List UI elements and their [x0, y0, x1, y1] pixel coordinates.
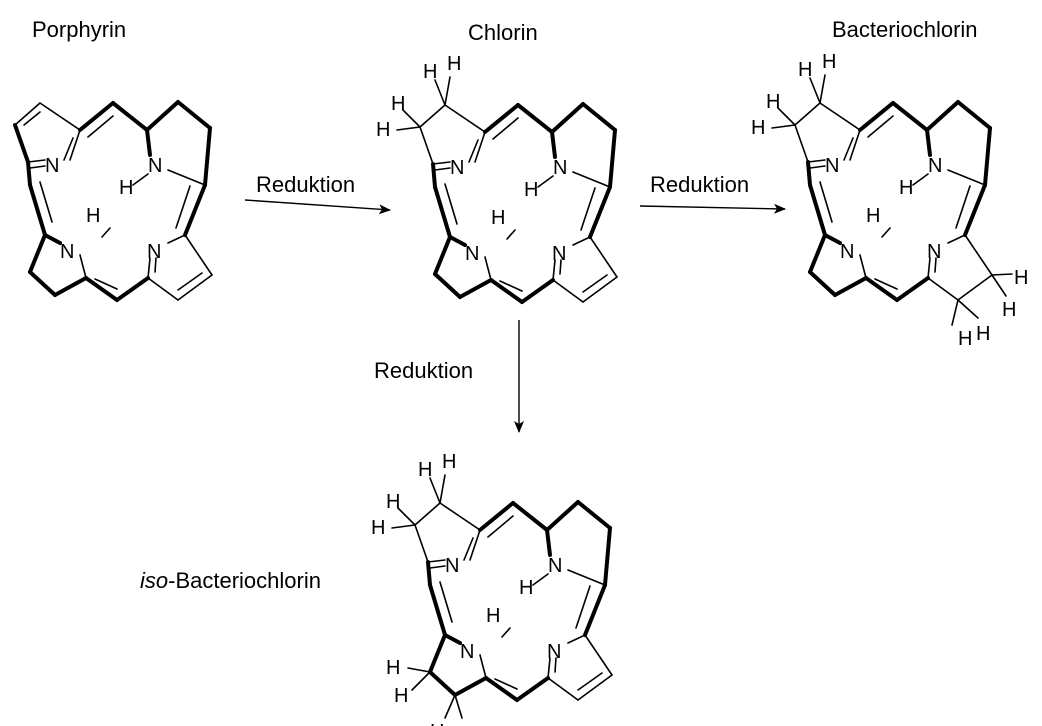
title-iso-prefix: iso — [140, 568, 168, 593]
arrow-chlorin-to-bacteriochlorin — [639, 203, 786, 214]
h-chlorin-4: H — [376, 119, 390, 141]
h-iso-7: H — [430, 721, 444, 726]
h-iso-1: H — [418, 459, 432, 481]
h-iso-3: H — [386, 491, 400, 513]
h-bacterio-4: H — [751, 117, 765, 139]
h-bacterio-3: H — [766, 91, 780, 113]
title-porphyrin: Porphyrin — [32, 17, 126, 42]
h-bacterio-7: H — [958, 328, 972, 350]
molecule-chlorin: H H H H — [376, 53, 618, 304]
arrow-label-1: Reduktion — [256, 172, 355, 197]
molecule-porphyrin — [13, 100, 213, 302]
h-bacterio-5: H — [1014, 267, 1028, 289]
h-chlorin-3: H — [391, 93, 405, 115]
title-bacteriochlorin: Bacteriochlorin — [832, 17, 978, 42]
h-chlorin-2: H — [447, 53, 461, 75]
h-bacterio-1: H — [798, 59, 812, 81]
h-iso-6: H — [394, 685, 408, 707]
arrow-label-2: Reduktion — [650, 172, 749, 197]
h-bacterio-8: H — [976, 323, 990, 345]
h-bacterio-6: H — [1002, 299, 1016, 321]
title-iso-rest: -Bacteriochlorin — [168, 568, 321, 593]
h-chlorin-1: H — [423, 61, 437, 83]
h-iso-4: H — [371, 517, 385, 539]
title-chlorin: Chlorin — [468, 20, 538, 45]
h-iso-2: H — [442, 451, 456, 473]
title-iso-bacteriochlorin: iso-Bacteriochlorin — [140, 568, 321, 593]
arrow-porphyrin-to-chlorin — [244, 199, 391, 215]
molecule-iso-bacteriochlorin: H H H H H H H H — [371, 451, 613, 726]
h-iso-5: H — [386, 657, 400, 679]
h-bacterio-2: H — [822, 51, 836, 73]
arrow-label-3: Reduktion — [374, 358, 473, 383]
molecule-bacteriochlorin: H H H H H H H H — [751, 51, 1028, 350]
